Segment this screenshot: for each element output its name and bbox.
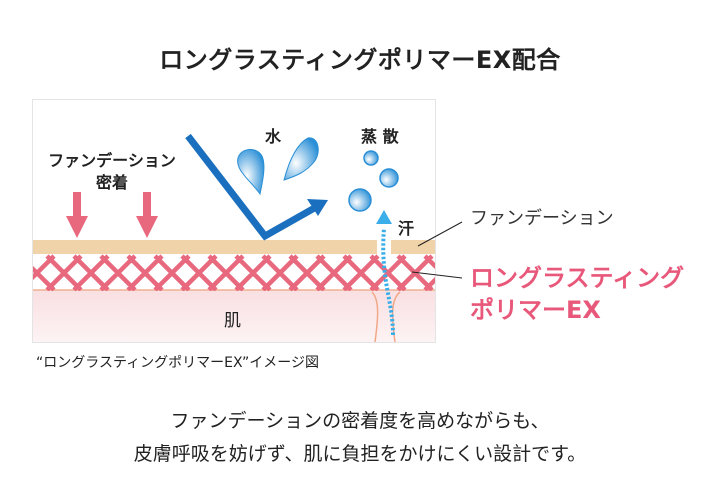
description-line: ファンデーションの密着度を高めながらも、 xyxy=(170,410,550,432)
polymer-mesh xyxy=(33,254,435,291)
foundation-layer-label: ファンデーション xyxy=(470,208,614,229)
vapor-bubbles-icon xyxy=(348,150,399,212)
sweat-arrow-icon xyxy=(376,210,392,224)
water-label: 水 xyxy=(265,127,282,146)
page-title: ロングラスティングポリマーEX配合 xyxy=(159,46,561,74)
diagram-frame xyxy=(32,99,436,343)
label-line: ファンデーション xyxy=(48,151,176,170)
water-drop-icon xyxy=(283,137,319,181)
skin-label: 肌 xyxy=(224,311,241,331)
foundation-adhesion-label: ファンデーション 密着 xyxy=(37,150,187,194)
foundation-layer xyxy=(33,240,435,254)
repel-arrow-icon xyxy=(185,133,320,241)
label-line: ロングラスティング xyxy=(470,264,685,292)
polymer-label: ロングラスティング ポリマーEX xyxy=(470,262,684,326)
pressure-arrows-icon xyxy=(66,192,158,238)
diagram-caption: “ロングラスティングポリマーEX”イメージ図 xyxy=(36,355,319,371)
water-drop-icon xyxy=(237,149,265,196)
label-line: 密着 xyxy=(95,173,128,192)
description: ファンデーションの密着度を高めながらも、 皮膚呼吸を妨げず、肌に負担をかけにくい… xyxy=(0,405,720,471)
skin-layer xyxy=(33,290,435,342)
label-line: ポリマーEX xyxy=(470,296,601,324)
description-line: 皮膚呼吸を妨げず、肌に負担をかけにくい設計です。 xyxy=(133,443,587,465)
sweat-label: 汗 xyxy=(398,219,415,238)
evaporation-label: 蒸 散 xyxy=(361,127,399,146)
